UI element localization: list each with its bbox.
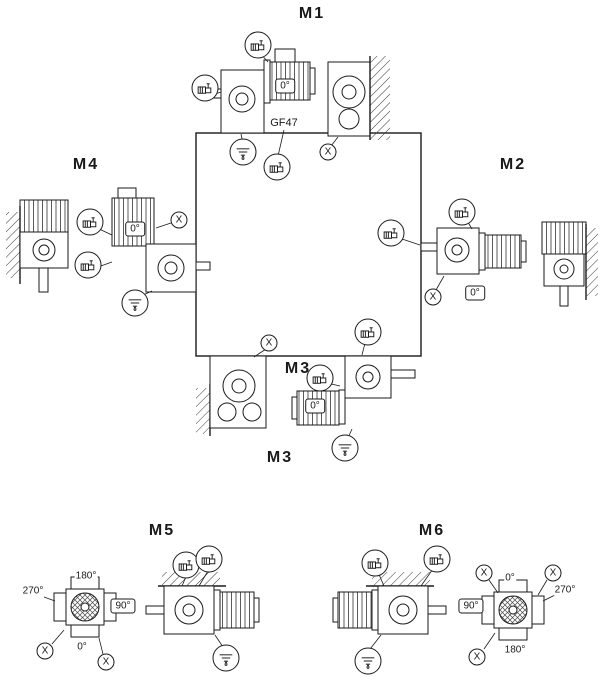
breather-valve-icon <box>201 554 216 565</box>
oil-level-icon <box>361 657 375 669</box>
m5-gearmotor-side-view <box>145 572 260 635</box>
breather-position-callout <box>361 549 389 577</box>
angle-label-0deg-m6: 0° <box>504 572 516 584</box>
m2-gearmotor-end-view <box>541 221 598 307</box>
breather-position-callout <box>306 364 334 392</box>
label-m1: M1 <box>296 5 328 23</box>
m5-axial-view <box>53 576 117 638</box>
oil-level-icon <box>219 654 233 666</box>
label-m3: M3 <box>264 449 296 467</box>
breather-position-callout <box>448 198 476 226</box>
x-position-marker: X <box>170 211 188 229</box>
oil-level-callout <box>121 289 149 317</box>
angle-badge-0deg-m1: 0° <box>275 78 295 94</box>
breather-valve-icon <box>197 83 212 94</box>
label-m2: M2 <box>497 156 529 174</box>
oil-level-icon <box>236 148 250 160</box>
angle-badge-0deg-m2: 0° <box>465 285 485 301</box>
angle-badge-90deg-m6: 90° <box>458 598 484 614</box>
breather-valve-icon <box>312 373 327 384</box>
breather-valve-icon <box>429 554 444 565</box>
gear-unit-designation: GF47 <box>268 117 300 129</box>
x-position-marker: X <box>475 564 493 582</box>
angle-label-180deg-m5: 180° <box>74 570 98 582</box>
breather-position-callout <box>76 208 104 236</box>
oil-level-callout <box>331 434 359 462</box>
breather-valve-icon <box>82 217 97 228</box>
breather-valve-icon <box>383 228 398 239</box>
angle-badge-90deg-m5: 90° <box>110 598 136 614</box>
oil-level-icon <box>338 444 352 456</box>
breather-position-callout <box>377 219 405 247</box>
breather-position-callout <box>263 153 291 181</box>
x-position-marker: X <box>36 642 54 660</box>
breather-valve-icon <box>269 162 284 173</box>
angle-label-0deg-m5: 0° <box>76 641 88 653</box>
breather-position-callout <box>191 74 219 102</box>
angle-label-270deg-m6: 270° <box>553 584 577 596</box>
x-position-marker: X <box>97 653 115 671</box>
breather-valve-icon <box>454 207 469 218</box>
m4-gearmotor-end-view <box>6 199 69 293</box>
breather-position-callout <box>172 551 200 579</box>
breather-position-callout <box>244 31 272 59</box>
breather-position-callout <box>354 318 382 346</box>
angle-badge-0deg-m3: 0° <box>305 398 325 414</box>
angle-label-270deg-m5: 270° <box>21 585 45 597</box>
label-m5: M5 <box>146 522 178 540</box>
label-m6: M6 <box>416 522 448 540</box>
breather-position-callout <box>423 545 451 573</box>
oil-level-callout <box>354 647 382 675</box>
x-position-marker: X <box>468 648 486 666</box>
oil-level-callout <box>212 644 240 672</box>
x-position-marker: X <box>260 334 278 352</box>
breather-position-callout <box>74 251 102 279</box>
m6-axial-view <box>481 579 545 641</box>
m6-gearmotor-side-view <box>332 572 447 635</box>
m1-gearmotor-end-view <box>327 56 390 140</box>
x-position-marker: X <box>319 143 337 161</box>
label-m4: M4 <box>70 156 102 174</box>
breather-valve-icon <box>367 558 382 569</box>
x-position-marker: X <box>544 564 562 582</box>
breather-valve-icon <box>80 260 95 271</box>
breather-valve-icon <box>178 560 193 571</box>
label-m3-inner: M3 <box>282 360 314 378</box>
angle-label-180deg-m6: 180° <box>503 644 527 656</box>
oil-level-icon <box>128 299 142 311</box>
breather-valve-icon <box>250 40 265 51</box>
x-position-marker: X <box>424 288 442 306</box>
breather-position-callout <box>195 545 223 573</box>
oil-level-callout <box>229 138 257 166</box>
m2-gearmotor-side-view <box>420 227 527 275</box>
m3-gearmotor-end-view <box>196 355 267 436</box>
angle-badge-0deg-m4: 0° <box>125 221 145 237</box>
breather-valve-icon <box>360 327 375 338</box>
